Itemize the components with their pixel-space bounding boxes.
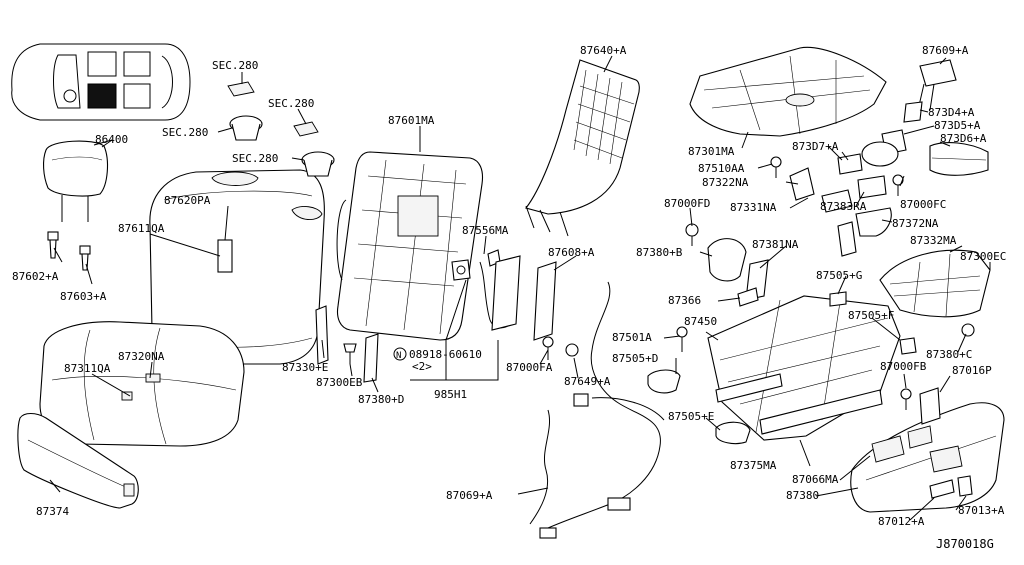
cushion-front-trim <box>17 412 139 509</box>
label-87066MA: 87066MA <box>792 473 839 486</box>
label-87330E: 87330+E <box>282 361 328 374</box>
note-quantity: <2> <box>412 360 432 373</box>
sec280-components <box>227 81 335 177</box>
label-873D5A: 873D5+A <box>934 119 981 132</box>
label-87381NA: 87381NA <box>752 238 799 251</box>
label-873D4A: 873D4+A <box>928 106 975 119</box>
fasteners <box>315 156 975 410</box>
label-87601MA: 87601MA <box>388 114 435 127</box>
vehicle-locator-icon <box>11 43 191 121</box>
label-87602A: 87602+A <box>12 270 59 283</box>
label-87649A: 87649+A <box>564 375 611 388</box>
label-87608A: 87608+A <box>548 246 595 259</box>
label-sec280-b: SEC.280 <box>268 97 314 110</box>
side-brackets <box>789 167 892 257</box>
label-87012A: 87012+A <box>878 515 925 528</box>
label-985H1: 985H1 <box>434 388 467 401</box>
label-87301MA: 87301MA <box>688 145 735 158</box>
label-87505D: 87505+D <box>612 352 658 365</box>
label-87380: 87380 <box>786 489 819 502</box>
bracket-87366 <box>737 287 759 307</box>
note-part-number: 08918-60610 <box>409 348 482 361</box>
label-87331NA: 87331NA <box>730 201 777 214</box>
label-873D7A: 873D7+A <box>792 140 839 153</box>
label-sec280-a: SEC.280 <box>212 59 258 72</box>
harness-clip <box>451 259 471 281</box>
label-87320NA: 87320NA <box>118 350 165 363</box>
note-bolt-reference: N 08918-60610 <2> <box>393 347 482 373</box>
label-87603A: 87603+A <box>60 290 107 303</box>
seat-adjuster-frame <box>707 295 901 441</box>
label-87510AA: 87510AA <box>698 162 745 175</box>
label-87620PA: 87620PA <box>164 194 211 207</box>
diagram-id: J870018G <box>936 537 994 551</box>
label-87013A: 87013+A <box>958 504 1005 517</box>
label-87016P: 87016P <box>952 364 992 377</box>
label-87332MA: 87332MA <box>910 234 957 247</box>
label-87000FA: 87000FA <box>506 361 553 374</box>
label-87640A: 87640+A <box>580 44 627 57</box>
label-sec280-c: SEC.280 <box>162 126 208 139</box>
label-87556MA: 87556MA <box>462 224 509 237</box>
label-87505F: 87505+F <box>848 309 894 322</box>
seat-back-frame <box>336 151 484 341</box>
headrest <box>43 139 113 222</box>
seat-cushion <box>39 321 245 447</box>
label-87380B: 87380+B <box>636 246 683 259</box>
label-86400: 86400 <box>95 133 128 146</box>
label-87505G: 87505+G <box>816 269 862 282</box>
label-87375MA: 87375MA <box>730 459 777 472</box>
leader-lines <box>49 55 991 521</box>
label-87383RA: 87383RA <box>820 200 867 213</box>
label-87000FD: 87000FD <box>664 197 710 210</box>
label-87322NA: 87322NA <box>702 176 749 189</box>
label-87505E: 87505+E <box>668 410 714 423</box>
label-87300EC: 87300EC <box>960 250 1006 263</box>
label-87611QA: 87611QA <box>118 222 165 235</box>
part-labels: SEC.280 SEC.280 SEC.280 SEC.280 86400 87… <box>12 44 1006 551</box>
label-sec280-d: SEC.280 <box>232 152 278 165</box>
wiring-harness <box>529 281 665 539</box>
label-87069A: 87069+A <box>446 489 493 502</box>
label-87380D: 87380+D <box>358 393 404 406</box>
label-87374: 87374 <box>36 505 69 518</box>
power-lumbar-assembly <box>837 59 989 199</box>
outer-side-finisher <box>850 387 1005 513</box>
svg-text:N: N <box>396 351 401 361</box>
label-87311QA: 87311QA <box>64 362 111 375</box>
label-87300EB: 87300EB <box>316 376 363 389</box>
headrest-guide-pins <box>47 231 91 271</box>
seat-back-cushion <box>149 169 325 365</box>
label-87000FB: 87000FB <box>880 360 927 373</box>
label-873D6A: 873D6+A <box>940 132 987 145</box>
label-87380C: 87380+C <box>926 348 972 361</box>
side-cover-strip <box>491 255 557 341</box>
label-87450: 87450 <box>684 315 717 328</box>
label-87366: 87366 <box>668 294 701 307</box>
seat-pan <box>689 46 887 137</box>
seat-back-board <box>525 59 640 237</box>
label-87372NA: 87372NA <box>892 217 939 230</box>
label-87609A: 87609+A <box>922 44 969 57</box>
label-87000FC: 87000FC <box>900 198 946 211</box>
label-87501A: 87501A <box>612 331 652 344</box>
adjuster-levers <box>647 291 917 445</box>
